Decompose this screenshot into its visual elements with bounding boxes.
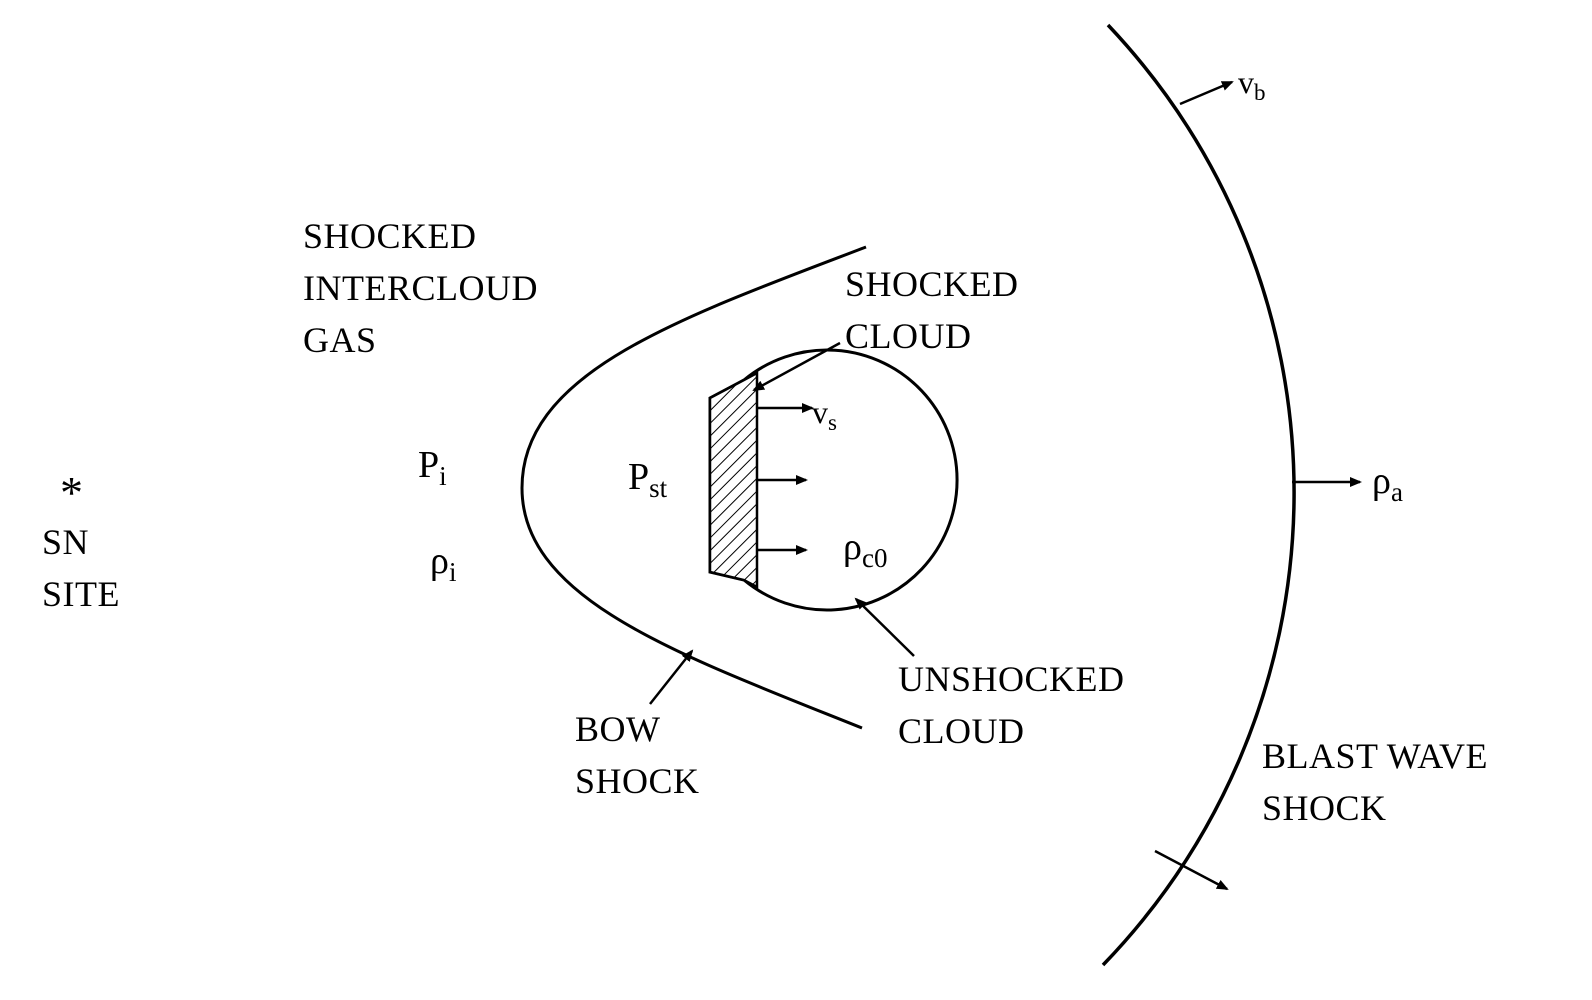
blast-wave-shock-label: BLAST WAVE SHOCK xyxy=(1262,730,1488,834)
stagnation-pressure-sub: st xyxy=(649,473,668,503)
bow-shock-line2: SHOCK xyxy=(575,761,700,801)
sn-site-label: SN SITE xyxy=(42,516,120,620)
bow-shock-label: BOW SHOCK xyxy=(575,703,700,807)
blast-wave-shock-arc xyxy=(1101,23,1296,967)
bow-shock-curve xyxy=(520,245,867,730)
shock-velocity-main: v xyxy=(812,394,828,430)
density-intercloud-main: ρ xyxy=(430,540,449,582)
cloud-density-main: ρ xyxy=(843,526,862,568)
shocked-cloud-line1: SHOCKED xyxy=(845,264,1019,304)
ambient-density-symbol: ρa xyxy=(1372,462,1403,506)
cloud-density-symbol: ρc0 xyxy=(843,528,887,572)
shocked-cloud-pointer-arrow xyxy=(752,341,841,392)
unshocked-cloud-line1: UNSHOCKED xyxy=(898,659,1125,699)
ambient-density-sub: a xyxy=(1390,477,1403,507)
pressure-intercloud-main: P xyxy=(418,444,440,486)
density-intercloud-symbol: ρi xyxy=(430,542,456,586)
shocked-intercloud-gas-line2: INTERCLOUD xyxy=(303,268,538,308)
shocked-intercloud-gas-label: SHOCKED INTERCLOUD GAS xyxy=(303,210,538,366)
ambient-density-main: ρ xyxy=(1372,460,1391,502)
unshocked-cloud-pointer-arrow xyxy=(854,597,915,657)
pressure-intercloud-symbol: Pi xyxy=(418,446,447,490)
density-intercloud-sub: i xyxy=(448,557,457,587)
blast-velocity-symbol: vb xyxy=(1238,66,1266,104)
blast-wave-bottom-arrow xyxy=(1154,849,1229,891)
cloud-outline xyxy=(708,348,959,612)
vb-arrow xyxy=(1179,80,1234,106)
shock-velocity-sub: s xyxy=(828,410,837,435)
shocked-cloud-line2: CLOUD xyxy=(845,316,972,356)
shocked-cloud-label: SHOCKED CLOUD xyxy=(845,258,1019,362)
blast-wave-shock-line1: BLAST WAVE xyxy=(1262,736,1489,776)
bow-shock-pointer-arrow xyxy=(649,649,694,705)
sn-site-label-line1: SN xyxy=(42,522,90,562)
shock-velocity-symbol: vs xyxy=(812,396,837,434)
sn-site-star: * xyxy=(60,467,83,518)
cloud-density-sub: c0 xyxy=(861,543,888,573)
blast-velocity-sub: b xyxy=(1254,80,1266,105)
pressure-intercloud-sub: i xyxy=(439,461,447,491)
unshocked-cloud-label: UNSHOCKED CLOUD xyxy=(898,653,1125,757)
stagnation-pressure-main: P xyxy=(628,456,650,498)
shocked-intercloud-gas-line3: GAS xyxy=(303,320,377,360)
shocked-intercloud-gas-line1: SHOCKED xyxy=(303,216,477,256)
sn-site-label-line2: SITE xyxy=(42,574,120,614)
stagnation-pressure-symbol: Pst xyxy=(628,458,667,502)
unshocked-cloud-line2: CLOUD xyxy=(898,711,1025,751)
shocked-cloud-hatch-region xyxy=(708,370,759,590)
blast-velocity-main: v xyxy=(1238,64,1254,100)
blast-wave-shock-line2: SHOCK xyxy=(1262,788,1387,828)
bow-shock-line1: BOW xyxy=(575,709,661,749)
